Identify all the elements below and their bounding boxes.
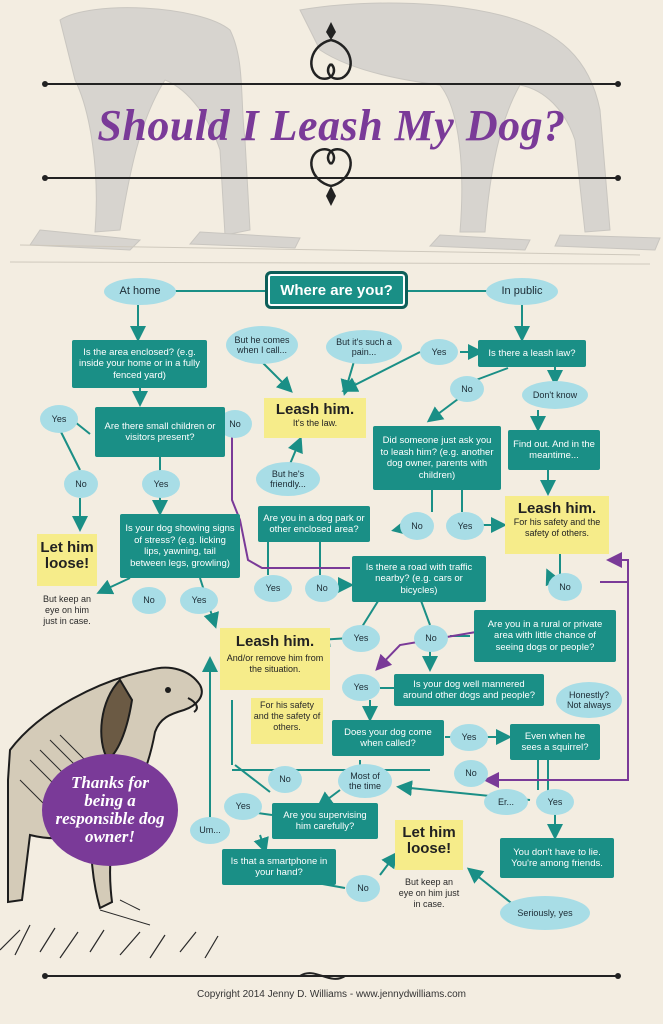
outcome-leash-safety: Leash him. For his safety and the safety… [505,496,609,554]
question-smartphone: Is that a smartphone in your hand? [222,849,336,885]
question-find-out: Find out. And in the meantime... [508,430,600,470]
answer-no: No [400,512,434,540]
answer-no: No [450,376,484,402]
question-well-mannered: Is your dog well mannered around other d… [394,674,544,706]
answer-no: No [454,760,488,787]
branch-in-public: In public [486,278,558,305]
page-title: Should I Leash My Dog? [97,101,566,150]
outcome-subtext: It's the law. [292,418,338,428]
answer-no: No [414,625,448,652]
question-small-children: Are there small children or visitors pre… [95,407,225,457]
bubble-he-is-friendly: But he's friendly... [256,462,320,496]
start-where-are-you: Where are you? [265,271,408,309]
answer-yes: Yes [142,470,180,498]
answer-yes: Yes [446,512,484,540]
bubble-such-a-pain: But it's such a pain... [326,330,402,364]
answer-yes: Yes [342,625,380,652]
answer-no: No [548,573,582,601]
outcome-heading: Let him loose! [40,539,94,572]
question-rural-area: Are you in a rural or private area with … [474,610,616,662]
bubble-but-he-comes: But he comes when I call... [226,326,298,364]
answer-no: No [132,587,166,614]
bubble-um: Um... [190,817,230,844]
answer-yes: Yes [224,793,262,820]
bubble-most-of-the-time: Most of the time [338,764,392,798]
answer-yes: Yes [180,587,218,614]
outcome-leash-remove: Leash him. And/or remove him from the si… [220,628,330,690]
answer-yes: Yes [450,724,488,751]
outcome-note: But keep an eye on him just in case. [398,877,460,909]
answer-yes: Yes [342,674,380,701]
bubble-honestly-not-always: Honestly? Not always [556,682,622,718]
question-asked-to-leash: Did someone just ask you to leash him? (… [373,426,501,490]
outcome-subtext: And/or remove him from the situation. [226,653,324,674]
answer-no: No [346,875,380,902]
question-area-enclosed: Is the area enclosed? (e.g. inside your … [72,340,207,388]
outcome-let-him-loose-2: Let him loose! [395,820,463,870]
outcome-heading: Leash him. [235,633,315,650]
answer-yes: Yes [536,789,574,815]
copyright: Copyright 2014 Jenny D. Williams - www.j… [197,989,466,1000]
bubble-seriously-yes: Seriously, yes [500,896,590,930]
outcome-heading: Let him loose! [402,824,456,857]
answer-yes: Yes [420,339,458,365]
outcome-heading: Leash him. [517,500,597,517]
answer-no: No [64,470,98,498]
bubble-dont-know: Don't know [522,381,588,409]
outcome-leash-law: Leash him. It's the law. [264,398,366,438]
answer-no: No [305,575,339,602]
outcome-subtext: For his safety and the safety of others. [513,517,601,538]
thanks-badge: Thanks for being a responsible dog owner… [42,754,178,866]
question-dog-park: Are you in a dog park or other enclosed … [258,506,370,542]
question-come-when-called: Does your dog come when called? [332,720,444,756]
answer-no: No [268,766,302,793]
question-leash-law: Is there a leash law? [478,340,586,367]
outcome-note: But keep an eye on him just in case. [42,594,92,626]
bubble-er: Er... [484,789,528,815]
outcome-note: For his safety and the safety of others. [251,698,323,744]
question-dont-lie: You don't have to lie. You're among frie… [500,838,614,878]
outcome-let-him-loose: Let him loose! [37,534,97,586]
question-supervising: Are you supervising him carefully? [272,803,378,839]
branch-at-home: At home [104,278,176,305]
answer-yes: Yes [40,405,78,433]
question-signs-of-stress: Is your dog showing signs of stress? (e.… [120,514,240,578]
question-squirrel: Even when he sees a squirrel? [510,724,600,760]
outcome-heading: Leash him. [275,401,355,418]
answer-yes: Yes [254,575,292,602]
question-road-traffic: Is there a road with traffic nearby? (e.… [352,556,486,602]
